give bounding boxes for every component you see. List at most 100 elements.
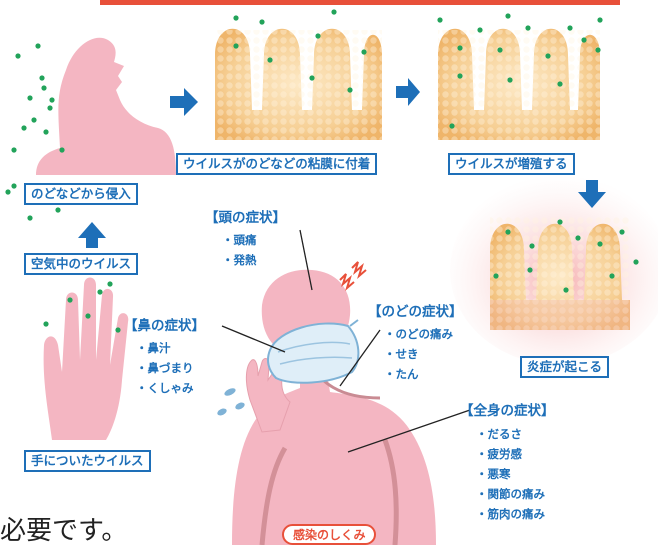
symptom-item: 頭痛 [222, 230, 257, 250]
child-silhouette [36, 37, 176, 176]
virus-dot-icon [55, 207, 61, 213]
label-invasion: のどなどから侵入 [24, 183, 138, 205]
virus-dot-icon [35, 43, 41, 49]
label-airborne-virus: 空気中のウイルス [24, 253, 139, 275]
symptom-item: 疲労感 [476, 444, 545, 464]
symptom-item: 筋肉の痛み [476, 504, 546, 524]
sneeze-droplets [217, 388, 245, 416]
virus-dot-icon [43, 129, 49, 135]
mucosa-proliferate [438, 28, 600, 140]
symptom-item: 鼻づまり [136, 358, 194, 378]
virus-dot-icon [67, 297, 73, 303]
label-proliferate: ウイルスが増殖する [448, 153, 575, 175]
heading-throat-symptoms: 【のどの症状】 [368, 304, 463, 320]
virus-dot-icon [361, 49, 367, 55]
virus-dot-icon [505, 229, 511, 235]
leader-lines [221, 229, 471, 453]
list-nose-symptoms: 鼻汁 鼻づまり くしゃみ [136, 338, 194, 398]
virus-dot-icon [15, 53, 21, 59]
heading-head-symptoms: 【頭の症状】 [205, 210, 286, 226]
virus-dot-icon [563, 287, 569, 293]
arrow-right-icon [396, 78, 420, 106]
virus-dot-icon [27, 215, 33, 221]
virus-dot-icon [27, 95, 33, 101]
partial-body-text: 必要です。 [0, 516, 128, 546]
virus-dot-icon [597, 17, 603, 23]
virus-dot-icon [233, 15, 239, 21]
virus-dot-icon [97, 289, 103, 295]
list-body-symptoms: だるさ 疲労感 悪寒 関節の痛み 筋肉の痛み [476, 424, 546, 524]
mucosa-attach [215, 28, 382, 140]
arrow-right-icon [170, 88, 198, 116]
virus-dot-icon [267, 57, 273, 63]
virus-dot-icon [233, 43, 239, 49]
top-rule [100, 0, 620, 5]
virus-dot-icon [449, 123, 455, 129]
virus-dot-icon [497, 47, 503, 53]
virus-dot-icon [5, 9, 639, 333]
caption-infection-mechanism: 感染のしくみ [282, 524, 377, 545]
virus-dot-icon [619, 229, 625, 235]
arrow-up-icon [78, 222, 106, 248]
virus-dot-icon [575, 235, 581, 241]
virus-dot-icon [115, 327, 121, 333]
symptom-item: だるさ [476, 424, 545, 444]
label-inflammation: 炎症が起こる [520, 356, 610, 378]
face-mask [267, 322, 360, 384]
person-illustration [232, 261, 436, 545]
list-throat-symptoms: のどの痛み せき たん [384, 324, 454, 384]
virus-dot-icon [59, 147, 65, 153]
virus-dot-icon [505, 13, 511, 19]
symptom-item: 関節の痛み [476, 484, 546, 504]
symptom-item: のどの痛み [384, 324, 454, 344]
virus-dot-icon [437, 17, 443, 23]
virus-dot-icon [259, 19, 265, 25]
virus-dot-icon [331, 9, 337, 15]
label-hand-virus: 手についたウイルス [24, 450, 151, 472]
heading-nose-symptoms: 【鼻の症状】 [124, 318, 205, 334]
virus-dot-icon [5, 189, 11, 195]
mucosa-inflamed [450, 175, 658, 365]
symptom-item: くしゃみ [136, 378, 194, 398]
symptom-item: 鼻汁 [136, 338, 194, 358]
label-attach-mucosa: ウイルスがのどなどの粘膜に付着 [176, 153, 378, 175]
virus-dot-icon [11, 183, 17, 189]
virus-dot-icon [43, 321, 49, 327]
virus-dot-icon [595, 47, 601, 53]
virus-dot-icon [31, 117, 37, 123]
virus-dot-icon [597, 241, 603, 247]
virus-dot-icon [107, 281, 113, 287]
virus-dot-icon [21, 125, 27, 131]
virus-dot-icon [567, 25, 573, 31]
virus-dot-icon [507, 77, 513, 83]
virus-dot-icon [347, 87, 353, 93]
symptom-item: せき [384, 344, 453, 364]
virus-dot-icon [41, 85, 47, 91]
symptom-item: 発熱 [222, 250, 257, 270]
virus-dot-icon [39, 75, 45, 81]
virus-dot-icon [315, 33, 321, 39]
virus-dot-icon [477, 27, 483, 33]
virus-dot-icon [557, 219, 563, 225]
symptom-item: 悪寒 [476, 464, 545, 484]
heading-body-symptoms: 【全身の症状】 [460, 403, 555, 419]
hand-illustration [43, 277, 129, 440]
virus-dot-icon [457, 45, 463, 51]
virus-dot-icon [47, 105, 53, 111]
virus-dot-icon [527, 267, 533, 273]
virus-dot-icon [609, 273, 615, 279]
virus-dot-icon [309, 75, 315, 81]
arrow-down-icon [578, 180, 606, 208]
virus-dot-icon [49, 97, 55, 103]
virus-dot-icon [557, 81, 563, 87]
virus-dot-icon [11, 147, 17, 153]
virus-dot-icon [85, 313, 91, 319]
virus-dot-icon [493, 273, 499, 279]
virus-dot-icon [545, 53, 551, 59]
virus-dot-icon [633, 259, 639, 265]
virus-dot-icon [529, 243, 535, 249]
list-head-symptoms: 頭痛 発熱 [222, 230, 257, 270]
virus-dot-icon [581, 37, 587, 43]
symptom-item: たん [384, 364, 453, 384]
